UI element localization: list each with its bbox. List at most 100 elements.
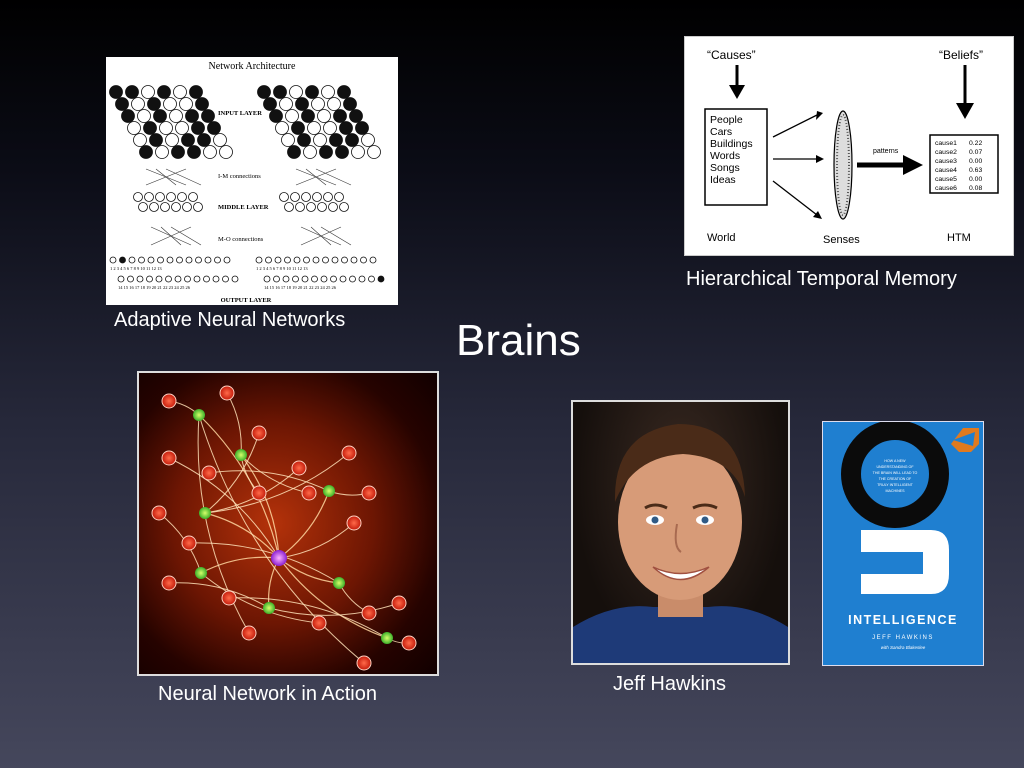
patterns-arrow-head: [903, 155, 923, 175]
middle-neuron: [312, 192, 322, 202]
input-neuron: [327, 97, 341, 111]
middle-neuron: [182, 202, 192, 212]
output-neuron: [301, 275, 309, 283]
input-neuron: [219, 145, 233, 159]
input-neuron: [355, 121, 369, 135]
cause-value: 0.63: [969, 167, 982, 174]
output-neuron: [255, 256, 263, 264]
mo-connections: [150, 226, 352, 246]
input-neuron: [289, 85, 303, 99]
cause-value: 0.08: [969, 185, 982, 192]
portrait-illustration: [573, 424, 788, 663]
book-title: INTELLIGENCE: [848, 613, 958, 627]
input-layer-left: [109, 85, 233, 159]
world-label: World: [707, 232, 736, 244]
input-neuron: [257, 85, 271, 99]
neural-connection: [200, 556, 280, 574]
input-neuron: [147, 97, 161, 111]
middle-neuron: [339, 202, 349, 212]
input-neuron: [321, 85, 335, 99]
accent-notch: [953, 432, 975, 446]
neural-connection: [200, 572, 320, 624]
neural-connection: [278, 522, 355, 559]
causes-arrow-head: [729, 85, 745, 99]
input-neuron: [191, 121, 205, 135]
htm-box: [929, 134, 999, 194]
book-coauthor: with Sandra Blakeslee: [881, 645, 926, 650]
output-neuron: [184, 275, 191, 283]
middle-neuron: [290, 192, 300, 202]
input-neuron: [275, 121, 289, 135]
input-neuron: [339, 121, 353, 135]
on-intelligence-book-cover: HOW A NEW UNDERSTANDING OF THE BRAIN WIL…: [822, 421, 984, 666]
red-neuron: [151, 505, 167, 521]
red-neuron: [161, 575, 177, 591]
book-cover-art: HOW A NEW UNDERSTANDING OF THE BRAIN WIL…: [841, 422, 979, 650]
mo-connections-label: M-O connections: [218, 236, 264, 243]
green-neuron: [193, 409, 205, 421]
middle-neuron: [188, 192, 198, 202]
htm-diagram: “Causes” “Beliefs” People Cars Buildings…: [704, 48, 999, 246]
output-neuron: [223, 256, 231, 264]
output-neuron: [339, 275, 347, 283]
input-neuron: [121, 109, 135, 123]
output-neuron: [222, 275, 229, 283]
input-neuron: [303, 145, 317, 159]
patterns-label: patterns: [873, 148, 899, 155]
input-neuron: [337, 85, 351, 99]
input-neuron: [173, 85, 187, 99]
world-box: [704, 108, 768, 206]
middle-neuron: [144, 192, 154, 202]
output-layer-label: OUTPUT LAYER: [221, 297, 272, 304]
red-neuron: [221, 590, 237, 606]
subtitle-line: THE BRAIN WILL LEAD TO: [873, 471, 918, 475]
output-neuron: [303, 256, 310, 264]
input-layer-label: INPUT LAYER: [218, 110, 262, 117]
output-numbers-row1-left: 1 2 3 4 5 6 7 8 9 10 11 12 13: [110, 266, 162, 271]
output-neuron: [312, 256, 320, 264]
output-numbers-row2-left: 14 15 16 17 18 19 20 21 22 23 24 25 26: [118, 285, 191, 290]
output-neuron: [311, 275, 318, 283]
output-neuron: [214, 256, 221, 264]
caption-hierarchical-temporal-memory: Hierarchical Temporal Memory: [686, 268, 957, 290]
smile: [652, 566, 710, 581]
input-neuron: [343, 97, 357, 111]
input-neuron: [307, 121, 321, 135]
slide-title: Brains: [456, 316, 581, 365]
output-neuron: [174, 275, 182, 283]
red-neuron: [181, 535, 197, 551]
world-to-senses-arrows: [772, 114, 819, 216]
green-neuron: [263, 602, 275, 614]
green-neuron: [333, 577, 345, 589]
subtitle-line: HOW A NEW: [884, 459, 906, 463]
cause-name: cause3: [935, 158, 957, 165]
neural-connection: [278, 490, 330, 559]
input-neuron: [201, 109, 215, 123]
output-neuron: [330, 275, 337, 283]
red-neuron: [251, 485, 267, 501]
output-neuron: [320, 275, 328, 283]
cause-name: cause4: [935, 167, 957, 174]
input-neuron: [269, 109, 283, 123]
neural-connection: [204, 512, 280, 559]
output-neuron: [331, 256, 339, 264]
output-neuron: [273, 275, 280, 283]
arrow-head: [813, 211, 822, 219]
output-neuron: [127, 275, 134, 283]
middle-neuron: [166, 192, 176, 202]
input-neuron: [165, 133, 179, 147]
output-neuron: [360, 256, 367, 264]
middle-layer-label: MIDDLE LAYER: [218, 204, 269, 211]
letter-n: [861, 530, 949, 594]
middle-neuron: [306, 202, 316, 212]
input-neuron: [157, 85, 171, 99]
middle-neuron: [301, 192, 311, 202]
neural-connection: [168, 457, 280, 559]
caption-adaptive-neural-networks: Adaptive Neural Networks: [114, 309, 346, 331]
jeff-hawkins-photo: [571, 400, 790, 665]
neural-connection: [198, 414, 280, 559]
subtitle-line: MACHINES: [886, 489, 906, 493]
caption-neural-network-in-action: Neural Network in Action: [158, 683, 377, 705]
world-item: Words: [710, 150, 740, 162]
input-neuron: [263, 97, 277, 111]
